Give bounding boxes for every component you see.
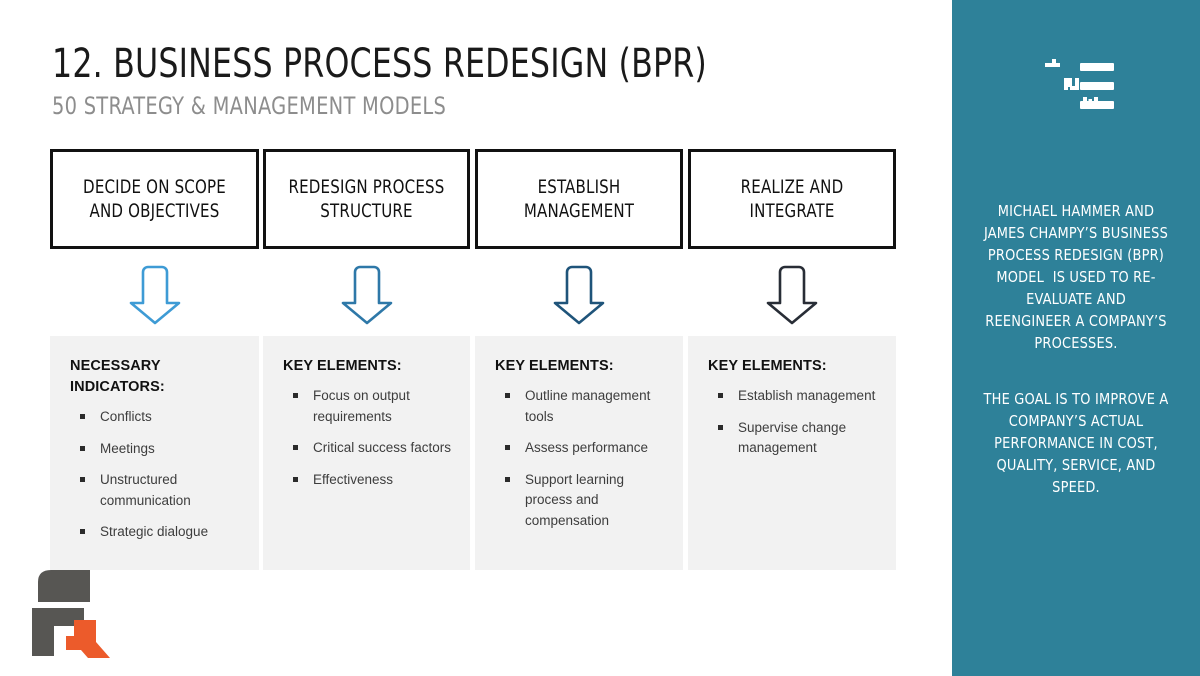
stage-label: ESTABLISH MANAGEMENT [523,175,635,222]
sidebar-paragraph-1: MICHAEL HAMMER AND JAMES CHAMPY’S BUSINE… [983,202,1173,352]
detail-panel-2: KEY ELEMENTS: Focus on output requiremen… [263,336,470,570]
down-arrow-icon-3 [551,263,607,327]
sidebar-paragraph-2: THE GOAL IS TO IMPROVE A COMPANY’S ACTUA… [983,390,1173,496]
panel-heading: KEY ELEMENTS: [495,358,614,374]
detail-panel-1: NECESSARY INDICATORS: Conflicts Meetings… [50,336,259,570]
list-item: Establish management [708,386,878,407]
list-item: Unstructured communication [70,470,241,511]
square-bullet-icon [718,424,723,430]
list-item-text: Unstructured communication [100,472,191,508]
panel-bullet-list: Establish management Supervise change ma… [708,386,878,459]
detail-panel-4: KEY ELEMENTS: Establish management Super… [688,336,896,570]
panel-bullet-list: Outline management tools Assess performa… [495,386,665,531]
list-item-text: Effectiveness [313,471,394,487]
square-bullet-icon [80,445,85,451]
panel-bullet-list: Focus on output requirements Critical su… [283,386,452,490]
title-block: 12. BUSINESS PROCESS REDESIGN (BPR) 50 S… [52,42,932,120]
list-item-text: Focus on output requirements [313,388,410,424]
sidebar-panel: MICHAEL HAMMER AND JAMES CHAMPY’S BUSINE… [952,0,1200,676]
list-item: Conflicts [70,407,241,428]
panel-heading: KEY ELEMENTS: [708,358,827,374]
fr-brand-logo [18,568,118,660]
list-item: Strategic dialogue [70,522,241,543]
stage-label: DECIDE ON SCOPE AND OBJECTIVES [83,175,226,222]
list-item: Focus on output requirements [283,386,452,427]
square-bullet-icon [718,393,723,399]
square-bullet-icon [80,529,85,535]
list-item: Outline management tools [495,386,665,427]
list-item-text: Critical success factors [313,440,452,456]
stage-box-2[interactable]: REDESIGN PROCESS STRUCTURE [263,149,470,249]
square-bullet-icon [293,476,298,482]
list-item: Supervise change management [708,418,878,459]
down-arrow-icon-2 [339,263,395,327]
square-bullet-icon [293,393,298,399]
square-bullet-icon [293,445,298,451]
stage-box-4[interactable]: REALIZE AND INTEGRATE [688,149,896,249]
detail-panel-3: KEY ELEMENTS: Outline management tools A… [475,336,683,570]
page-title: 12. BUSINESS PROCESS REDESIGN (BPR) [52,41,707,87]
list-item: Support learning process and compensatio… [495,470,665,532]
panel-bullet-list: Conflicts Meetings Unstructured communic… [70,407,241,543]
numbered-list-icon [1038,58,1114,114]
square-bullet-icon [80,477,85,483]
list-item-text: Support learning process and compensatio… [525,471,625,528]
list-item-text: Conflicts [100,409,152,425]
list-item: Assess performance [495,438,665,459]
list-item-text: Supervise change management [738,419,847,456]
list-item-text: Establish management [738,388,876,404]
list-item: Critical success factors [283,438,452,459]
list-item-text: Meetings [100,440,155,456]
stage-label: REDESIGN PROCESS STRUCTURE [288,175,445,222]
stage-label: REALIZE AND INTEGRATE [740,175,844,222]
square-bullet-icon [505,393,510,399]
square-bullet-icon [505,476,510,482]
panel-heading: NECESSARY INDICATORS: [70,358,165,396]
page-subtitle: 50 STRATEGY & MANAGEMENT MODELS [52,91,447,120]
down-arrow-icon-1 [127,263,183,327]
list-item-text: Outline management tools [525,388,651,424]
square-bullet-icon [80,414,85,420]
stage-box-3[interactable]: ESTABLISH MANAGEMENT [475,149,683,249]
list-item: Effectiveness [283,470,452,491]
stage-box-1[interactable]: DECIDE ON SCOPE AND OBJECTIVES [50,149,259,249]
list-item: Meetings [70,439,241,460]
list-item-text: Strategic dialogue [100,524,209,540]
panel-heading: KEY ELEMENTS: [283,358,402,374]
down-arrow-icon-4 [764,263,820,327]
square-bullet-icon [505,445,510,451]
list-item-text: Assess performance [525,440,649,456]
